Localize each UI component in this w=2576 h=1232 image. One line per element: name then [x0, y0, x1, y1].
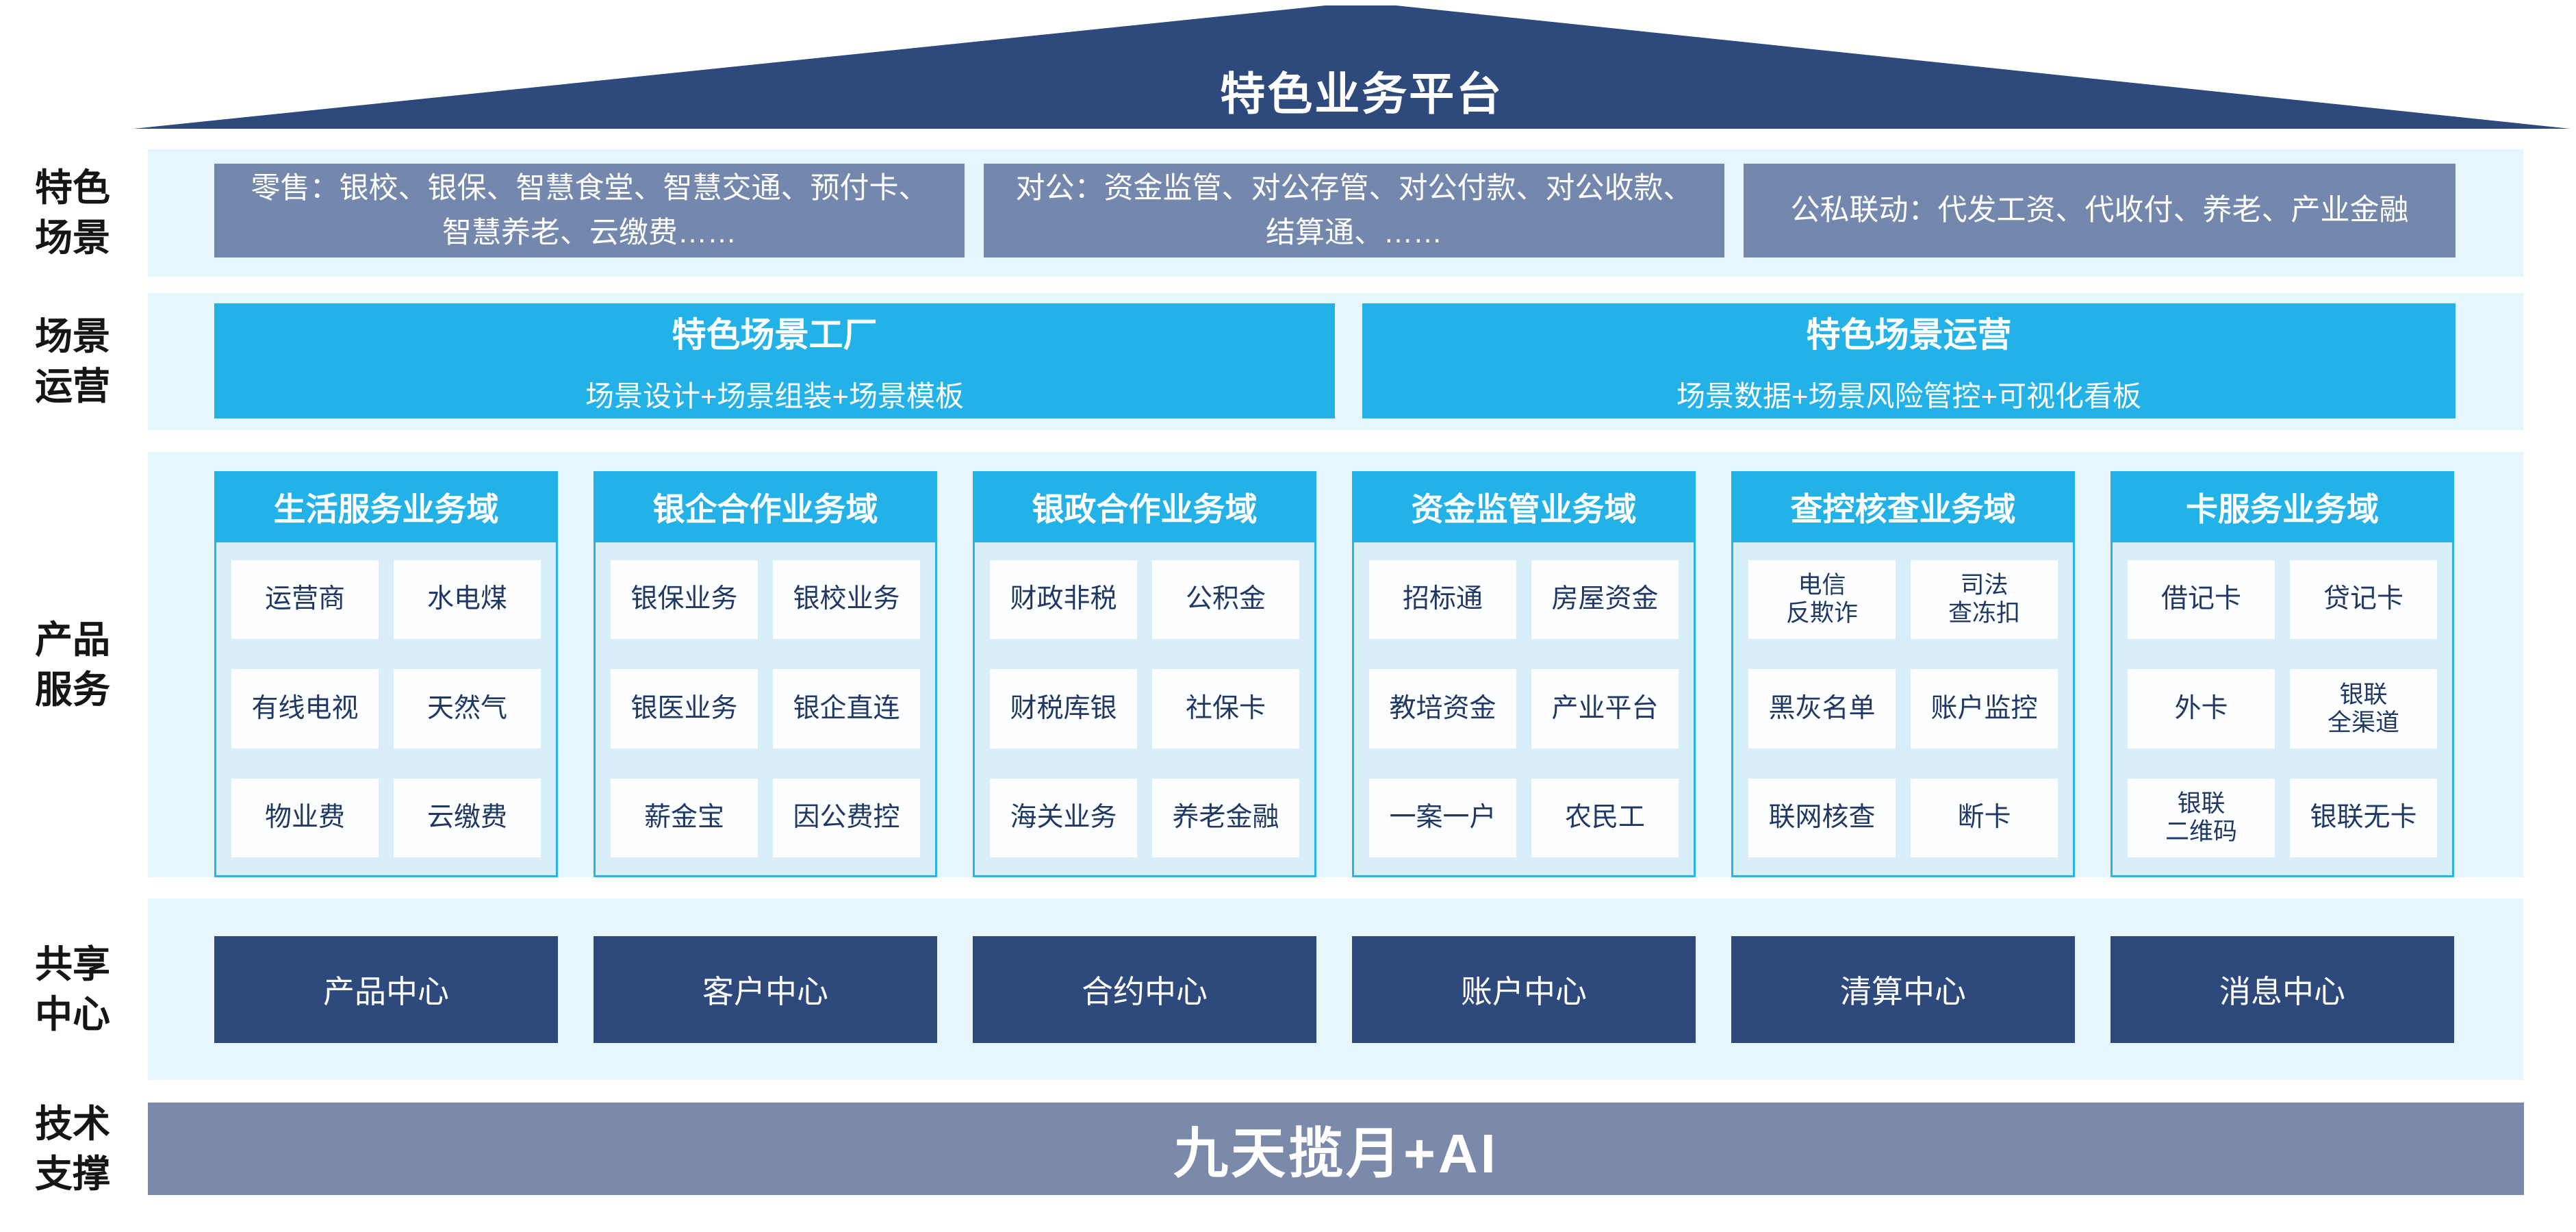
- operation-row-band: 特色场景工厂 场景设计+场景组装+场景模板 特色场景运营 场景数据+场景风险管控…: [148, 293, 2523, 430]
- product-cell: 账户监控: [1911, 669, 2058, 749]
- product-cell: 财政非税: [990, 560, 1137, 640]
- domain-column-inquiry-control: 查控核查业务域 电信 反欺诈 司法 查冻扣 黑灰名单 账户监控 联网核查 断卡: [1731, 471, 2075, 877]
- domain-body: 借记卡 贷记卡 外卡 银联 全渠道 银联 二维码 银联无卡: [2113, 542, 2452, 875]
- scene-row-band: 零售：银校、银保、智慧食堂、智慧交通、预付卡、智慧养老、云缴费…… 对公：资金监…: [148, 149, 2523, 277]
- product-cell: 教培资金: [1369, 669, 1516, 749]
- product-cell: 银联 二维码: [2128, 778, 2275, 857]
- product-cell: 招标通: [1369, 560, 1516, 640]
- domain-column-life-service: 生活服务业务域 运营商 水电煤 有线电视 天然气 物业费 云缴费: [214, 471, 558, 877]
- domain-body: 运营商 水电煤 有线电视 天然气 物业费 云缴费: [216, 542, 556, 875]
- domain-column-bank-enterprise: 银企合作业务域 银保业务 银校业务 银医业务 银企直连 薪金宝 因公费控: [594, 471, 937, 877]
- row-label-scene: 特色 场景: [34, 166, 110, 259]
- product-cell: 物业费: [231, 778, 379, 857]
- product-cell: 公积金: [1152, 560, 1299, 640]
- product-cell: 养老金融: [1152, 778, 1299, 857]
- product-cell: 借记卡: [2128, 560, 2275, 640]
- share-center-product: 产品中心: [214, 936, 558, 1043]
- scene-box-retail: 零售：银校、银保、智慧食堂、智慧交通、预付卡、智慧养老、云缴费……: [214, 164, 965, 257]
- share-center-account: 账户中心: [1352, 936, 1696, 1043]
- share-center-contract: 合约中心: [973, 936, 1316, 1043]
- domain-header: 生活服务业务域: [214, 471, 558, 542]
- scene-box-public-private: 公私联动：代发工资、代收付、养老、产业金融: [1743, 164, 2456, 257]
- product-cell: 天然气: [394, 669, 541, 749]
- domain-header: 查控核查业务域: [1731, 471, 2075, 542]
- domain-body: 电信 反欺诈 司法 查冻扣 黑灰名单 账户监控 联网核查 断卡: [1733, 542, 2073, 875]
- domain-column-fund-supervision: 资金监管业务域 招标通 房屋资金 教培资金 产业平台 一案一户 农民工: [1352, 471, 1696, 877]
- product-cell: 云缴费: [394, 778, 541, 857]
- product-cell: 银保业务: [611, 560, 758, 640]
- scene-factory-title: 特色场景工厂: [672, 315, 878, 354]
- product-cell: 银联 全渠道: [2290, 669, 2437, 749]
- row-label-tech: 技术 支撑: [34, 1102, 110, 1195]
- share-center-message: 消息中心: [2110, 936, 2454, 1043]
- page-title: 特色业务平台: [1220, 68, 1504, 119]
- product-cell: 海关业务: [990, 778, 1137, 857]
- product-cell: 银校业务: [773, 560, 920, 640]
- scene-factory-subtitle: 场景设计+场景组装+场景模板: [585, 379, 965, 412]
- tech-support-bar: 九天揽月+AI: [148, 1103, 2524, 1195]
- scene-operation-box: 特色场景运营 场景数据+场景风险管控+可视化看板: [1362, 303, 2456, 418]
- product-cell: 一案一户: [1369, 778, 1516, 857]
- product-cell: 薪金宝: [611, 778, 758, 857]
- scene-operation-subtitle: 场景数据+场景风险管控+可视化看板: [1676, 379, 2142, 412]
- product-cell: 银企直连: [773, 669, 920, 749]
- product-cell: 断卡: [1911, 778, 2058, 857]
- product-cell: 水电煤: [394, 560, 541, 640]
- domain-header: 银企合作业务域: [594, 471, 937, 542]
- product-cell: 联网核查: [1748, 778, 1896, 857]
- product-cell: 贷记卡: [2290, 560, 2437, 640]
- domain-column-card-service: 卡服务业务域 借记卡 贷记卡 外卡 银联 全渠道 银联 二维码 银联无卡: [2110, 471, 2454, 877]
- product-cell: 因公费控: [773, 778, 920, 857]
- domain-header: 资金监管业务域: [1352, 471, 1696, 542]
- row-label-share: 共享 中心: [34, 942, 110, 1035]
- roof-banner: 特色业务平台: [133, 5, 2571, 129]
- row-label-operation: 场景 运营: [34, 315, 110, 407]
- product-cell: 产业平台: [1531, 669, 1679, 749]
- product-cell: 农民工: [1531, 778, 1679, 857]
- scene-operation-title: 特色场景运营: [1806, 315, 2012, 354]
- domain-column-bank-government: 银政合作业务域 财政非税 公积金 财税库银 社保卡 海关业务 养老金融: [973, 471, 1316, 877]
- share-center-customer: 客户中心: [594, 936, 937, 1043]
- product-cell: 有线电视: [231, 669, 379, 749]
- product-row-band: 生活服务业务域 运营商 水电煤 有线电视 天然气 物业费 云缴费 银企合作业务域…: [148, 452, 2523, 877]
- domain-body: 银保业务 银校业务 银医业务 银企直连 薪金宝 因公费控: [596, 542, 935, 875]
- share-row-band: 产品中心 客户中心 合约中心 账户中心 清算中心 消息中心: [148, 898, 2523, 1080]
- scene-factory-box: 特色场景工厂 场景设计+场景组装+场景模板: [214, 303, 1335, 418]
- share-center-clearing: 清算中心: [1731, 936, 2075, 1043]
- product-cell: 社保卡: [1152, 669, 1299, 749]
- product-cell: 财税库银: [990, 669, 1137, 749]
- product-cell: 黑灰名单: [1748, 669, 1896, 749]
- row-label-product: 产品 服务: [34, 618, 110, 711]
- domain-body: 招标通 房屋资金 教培资金 产业平台 一案一户 农民工: [1354, 542, 1694, 875]
- domain-body: 财政非税 公积金 财税库银 社保卡 海关业务 养老金融: [975, 542, 1314, 875]
- product-cell: 运营商: [231, 560, 379, 640]
- domain-header: 卡服务业务域: [2110, 471, 2454, 542]
- domain-header: 银政合作业务域: [973, 471, 1316, 542]
- product-cell: 电信 反欺诈: [1748, 560, 1896, 640]
- product-cell: 外卡: [2128, 669, 2275, 749]
- product-cell: 房屋资金: [1531, 560, 1679, 640]
- product-cell: 银医业务: [611, 669, 758, 749]
- product-cell: 司法 查冻扣: [1911, 560, 2058, 640]
- product-cell: 银联无卡: [2290, 778, 2437, 857]
- scene-box-corporate: 对公：资金监管、对公存管、对公付款、对公收款、结算通、……: [983, 164, 1724, 257]
